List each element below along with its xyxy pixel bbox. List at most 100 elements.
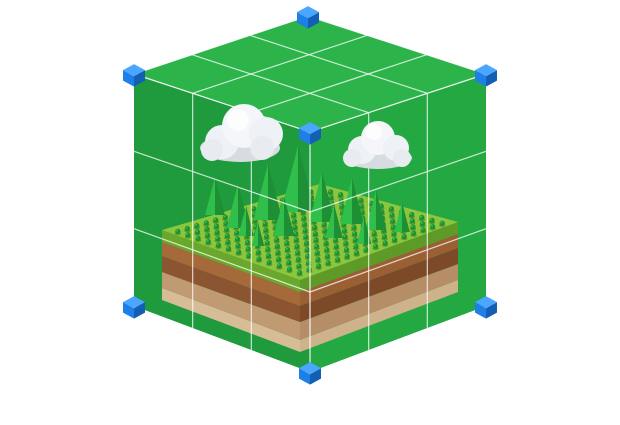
pine-tree-icon	[340, 178, 364, 224]
bush	[294, 250, 301, 257]
pine-tree-icon	[280, 146, 316, 212]
bush	[184, 232, 192, 239]
bush	[372, 243, 379, 251]
corner-handle-icon[interactable]	[299, 122, 321, 145]
bush	[438, 220, 446, 228]
bush	[275, 256, 282, 263]
bush	[352, 243, 360, 251]
bush	[300, 215, 308, 223]
bush	[224, 239, 232, 246]
grid-line-top	[191, 54, 369, 114]
bush	[353, 250, 360, 257]
bush	[408, 212, 415, 219]
bush	[296, 270, 303, 277]
corner-handle-icon[interactable]	[475, 296, 497, 319]
bush	[333, 243, 340, 251]
bush	[357, 197, 365, 205]
grid-line-top	[192, 34, 368, 94]
bush	[324, 253, 331, 260]
bush	[389, 218, 396, 225]
bush	[264, 246, 272, 254]
bush	[350, 224, 358, 232]
bush	[362, 246, 370, 254]
bush	[381, 240, 389, 247]
cloud-right	[343, 121, 412, 169]
bush	[274, 249, 282, 257]
cloud-icon	[200, 104, 283, 162]
bush	[342, 240, 350, 248]
bush	[304, 246, 311, 254]
bush	[311, 224, 318, 232]
cube-edge	[133, 73, 311, 133]
bush	[245, 252, 253, 260]
bush	[263, 233, 270, 241]
bush	[429, 223, 436, 231]
grid-line-left-horizontal	[133, 228, 311, 293]
bush	[291, 218, 298, 225]
bush	[343, 247, 350, 254]
bush	[292, 230, 299, 238]
bush	[303, 240, 310, 247]
bush	[390, 230, 398, 238]
bush	[327, 189, 334, 196]
grid-line-right-horizontal	[309, 228, 487, 293]
bush	[327, 194, 335, 202]
cube-edge	[309, 73, 487, 133]
soil-mid-left	[162, 256, 300, 322]
bush	[266, 259, 273, 267]
bush	[224, 233, 231, 240]
bush	[204, 232, 211, 240]
bush	[235, 249, 242, 256]
bush	[213, 223, 220, 230]
bush	[321, 228, 329, 235]
bush	[212, 217, 220, 224]
bush	[286, 266, 293, 273]
bush	[312, 231, 319, 238]
soil-low-right	[300, 264, 458, 340]
bush	[302, 227, 309, 235]
bush	[315, 263, 322, 270]
bush	[409, 218, 416, 225]
bush	[203, 226, 211, 233]
bush	[301, 221, 308, 229]
bush	[193, 223, 201, 230]
bush	[428, 217, 436, 225]
bush	[225, 245, 232, 253]
bush	[285, 259, 293, 267]
bush	[276, 263, 283, 270]
bush	[400, 233, 408, 241]
soil-top-left	[162, 242, 300, 306]
bush	[314, 250, 321, 257]
bush	[419, 221, 426, 228]
grass-side-right	[300, 222, 458, 292]
bush	[223, 226, 230, 234]
grid-line-right-horizontal	[309, 150, 487, 213]
bush	[194, 235, 202, 242]
bush	[323, 247, 331, 254]
bush	[314, 256, 322, 264]
corner-handle-icon[interactable]	[297, 6, 319, 29]
bush	[250, 206, 258, 213]
bush	[291, 224, 299, 232]
bush	[312, 237, 320, 244]
pine-tree-icon	[273, 196, 295, 236]
bush	[234, 236, 241, 243]
corner-handle-icon[interactable]	[123, 296, 145, 319]
bush	[234, 242, 242, 250]
bush	[391, 237, 398, 244]
bush	[285, 253, 292, 260]
grid-line-top	[249, 34, 428, 94]
corner-handle-icon[interactable]	[123, 64, 145, 87]
bush	[388, 212, 396, 219]
grid-line-top	[251, 54, 427, 114]
pine-tree-icon	[394, 202, 410, 232]
corner-handle-icon[interactable]	[475, 64, 497, 87]
bush	[332, 237, 339, 244]
bush	[295, 256, 302, 264]
corner-handle-icon[interactable]	[299, 362, 321, 385]
cloud-icon	[343, 121, 412, 169]
soil-mid-right	[300, 248, 458, 322]
bush	[274, 243, 281, 250]
bush	[214, 236, 221, 243]
bush	[265, 253, 272, 260]
